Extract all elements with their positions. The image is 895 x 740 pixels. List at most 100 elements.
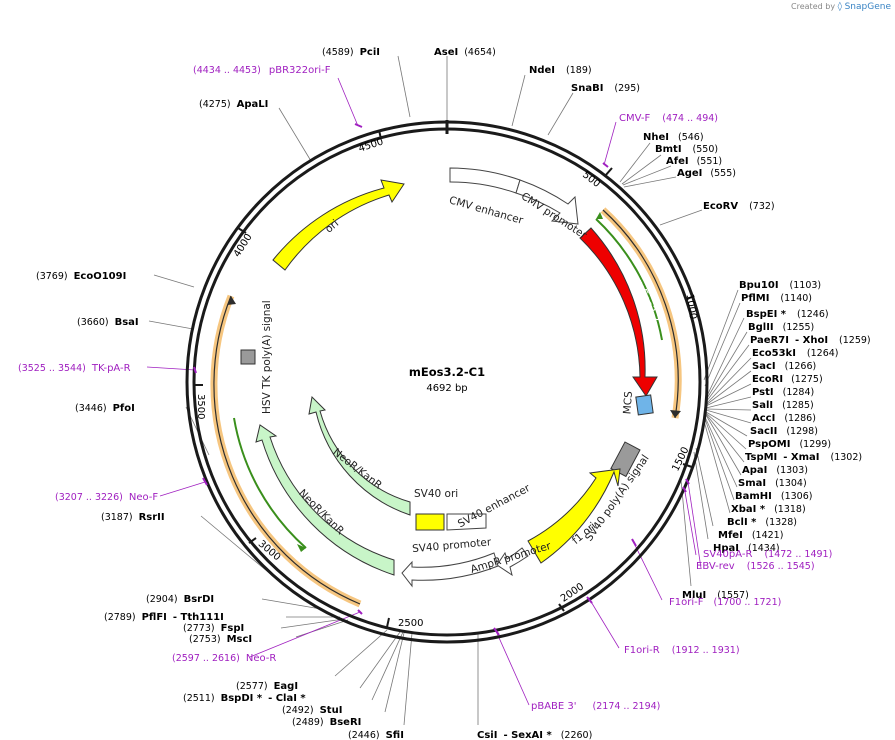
primer-range: (3207 .. 3226) (55, 492, 123, 503)
enzyme-pos: (1304) (775, 478, 807, 489)
primer-name: Neo-F (129, 492, 159, 503)
svg-text:SacI(1266): SacI(1266) (752, 361, 816, 372)
enzyme-name: Bpu10I (739, 280, 779, 291)
meos-feature-arrow (579, 227, 658, 397)
enzyme-pos: (2511) (183, 693, 215, 704)
svg-text:HpaI(1434): HpaI (1434) (713, 543, 780, 554)
ampr-promoter-arrow (496, 547, 529, 577)
sv40-enhancer-arc (446, 513, 487, 531)
enzyme-pos: (1434) (748, 543, 780, 554)
enzyme-pos: (1140) (780, 293, 812, 304)
enzyme-alias: - XmaI (783, 452, 819, 463)
enzyme-pos: (4589) (322, 47, 354, 58)
svg-text:SmaI(1304): SmaI (1304) (738, 478, 807, 489)
enzyme-name: EcoO109I (74, 271, 127, 282)
primer-name: F1ori-F (669, 597, 704, 608)
svg-text:SV40pA-R(1472 .. 1491): SV40pA-R(1472 .. 1491) (703, 549, 832, 560)
hsv-tk-polya-box (240, 349, 256, 365)
enzyme-pos: (2789) (104, 612, 136, 623)
cmv-promoter-arrow (515, 179, 579, 225)
enzyme-pos: (3769) (36, 271, 68, 282)
enzyme-name: AgeI (677, 168, 702, 179)
ori-arrow (272, 179, 405, 271)
enzyme-name: SnaBI (571, 83, 603, 94)
svg-text:(3769)EcoO109I: (3769) EcoO109I (36, 271, 126, 282)
enzyme-name: HpaI (713, 543, 739, 554)
orf-arcs (210, 207, 682, 608)
svg-text:XbaI *(1318): XbaI *(1318) (731, 504, 806, 515)
primer-range: (2174 .. 2194) (593, 701, 661, 712)
enzyme-pos: (4654) (464, 47, 496, 58)
plasmid-backbone (185, 120, 709, 644)
enzyme-name: SfiI (386, 730, 404, 740)
enzyme-pos: (295) (614, 83, 640, 94)
svg-text:EcoRV(732): EcoRV(732) (703, 201, 775, 212)
primer-range: (1912 .. 1931) (672, 645, 740, 656)
svg-text:F1ori-F(1700 .. 1721): F1ori-F(1700 .. 1721) (669, 597, 781, 608)
enzyme-alias: - ClaI * (268, 693, 306, 704)
svg-text:(2577)EagI: (2577)EagI (236, 681, 298, 692)
plasmid-title-group: mEos3.2-C1 4692 bp (409, 365, 485, 394)
svg-text:(2489)BseRI: (2489)BseRI (292, 717, 361, 728)
svg-text:(4434 .. 4453)pBR322ori-F: (4434 .. 4453)pBR322ori-F (193, 65, 331, 76)
enzyme-name: AccI (752, 413, 775, 424)
enzyme-labels: (4589)PciI AseI(4654) NdeI(189) SnaBI(29… (36, 47, 871, 740)
svg-text:(2492)StuI: (2492)StuI (282, 705, 342, 716)
enzyme-name: PflMI (741, 293, 769, 304)
svg-text:BamHI(1306): BamHI(1306) (735, 491, 812, 502)
enzyme-pos: (1285) (782, 400, 814, 411)
enzyme-pos: (1103) (790, 280, 822, 291)
svg-text:(3660)BsaI: (3660)BsaI (77, 317, 139, 328)
primer-name: EBV-rev (696, 561, 735, 572)
tick-3500: 3500 (195, 394, 206, 419)
enzyme-alias: - XhoI (795, 335, 828, 346)
enzyme-name: CsiI (477, 730, 497, 740)
enzyme-pos: (1299) (799, 439, 831, 450)
svg-text:PaeR7I- XhoI(1259): PaeR7I- XhoI(1259) (750, 335, 871, 346)
enzyme-pos: (2904) (146, 594, 178, 605)
enzyme-name: BmtI (655, 144, 682, 155)
enzyme-name: BsaI (115, 317, 139, 328)
primer-range: (474 .. 494) (662, 113, 718, 124)
svg-text:F1ori-R(1912 .. 1931): F1ori-R(1912 .. 1931) (624, 645, 740, 656)
features (240, 167, 658, 588)
svg-text:AseI(4654): AseI(4654) (434, 47, 496, 58)
enzyme-name: MfeI (718, 530, 743, 541)
enzyme-name: ApaLI (237, 99, 269, 110)
enzyme-name: BclI * (727, 517, 757, 528)
enzyme-alias: - Tth111I (173, 612, 224, 623)
tick-1000: 1000 (684, 293, 698, 320)
svg-text:(3446)PfoI: (3446)PfoI (75, 403, 135, 414)
enzyme-pos: (2753) (189, 634, 221, 645)
enzyme-pos: (1303) (776, 465, 808, 476)
svg-text:(4275)ApaLI: (4275)ApaLI (199, 99, 268, 110)
enzyme-name: AfeI (666, 156, 689, 167)
enzyme-name: XbaI * (731, 504, 766, 515)
primer-labels: (4434 .. 4453)pBR322ori-F CMV-F(474 .. 4… (18, 65, 832, 712)
enzyme-pos: (1421) (752, 530, 784, 541)
enzyme-pos: (2260) (561, 730, 593, 740)
svg-text:EcoRI(1275): EcoRI(1275) (752, 374, 823, 385)
enzyme-pos: (2489) (292, 717, 324, 728)
enzyme-alias: - SexAI * (503, 730, 552, 740)
enzyme-name: EcoRV (703, 201, 738, 212)
enzyme-pos: (1302) (831, 452, 863, 463)
enzyme-pos: (1284) (783, 387, 815, 398)
enzyme-name: EagI (274, 681, 298, 692)
primer-name: TK-pA-R (91, 363, 131, 374)
f1-ori-arrow (527, 468, 621, 564)
svg-text:Eco53kI(1264): Eco53kI(1264) (752, 348, 839, 359)
position-ticks (194, 129, 695, 628)
enzyme-pos: (1557) (717, 590, 749, 601)
svg-text:BmtI(550): BmtI(550) (655, 144, 718, 155)
enzyme-name: SmaI (738, 478, 766, 489)
svg-text:NheI(546): NheI(546) (643, 132, 704, 143)
enzyme-pos: (546) (678, 132, 704, 143)
enzyme-name: RsrII (139, 512, 165, 523)
svg-text:(3207 .. 3226)Neo-F: (3207 .. 3226) Neo-F (55, 492, 158, 503)
primer-name: Neo-R (246, 653, 277, 664)
primer-range: (3525 .. 3544) (18, 363, 86, 374)
enzyme-name: ApaI (742, 465, 767, 476)
plasmid-name: mEos3.2-C1 (409, 365, 485, 379)
label-mcs: MCS (621, 391, 635, 415)
